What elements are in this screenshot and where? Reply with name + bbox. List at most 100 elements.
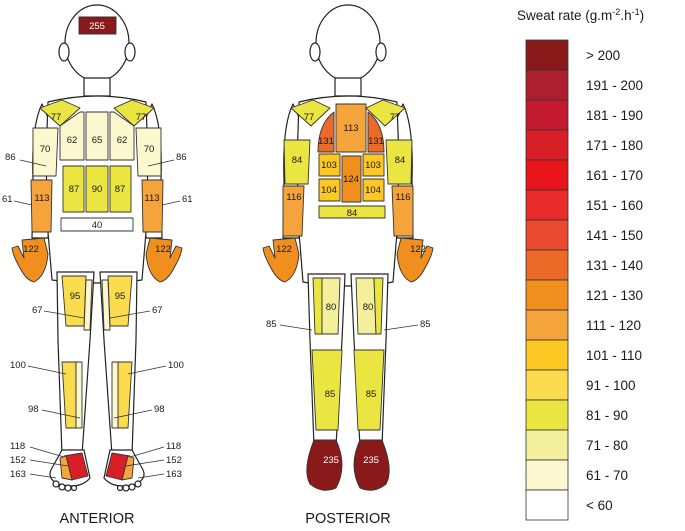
anterior-hand-right-value: 122 <box>155 244 171 255</box>
legend-title: Sweat rate (g.m-2.h-1) <box>517 7 644 23</box>
posterior-leader-85-left <box>279 324 313 331</box>
anterior-shoulder-right-value: 77 <box>136 112 147 123</box>
posterior-spine-value: 124 <box>343 174 359 185</box>
anterior-abdomen-right-value: 87 <box>115 184 126 195</box>
anterior-abdomen-center-value: 90 <box>92 184 103 195</box>
posterior-head <box>315 4 381 82</box>
legend-swatch <box>525 249 569 281</box>
legend-swatch <box>525 339 569 371</box>
posterior-side-85-right: 85 <box>420 319 431 330</box>
posterior-mid-back-left-2-value: 104 <box>321 185 337 196</box>
posterior-mid-back-right-1-zone <box>362 153 385 177</box>
anterior-side-86-left: 86 <box>5 152 16 163</box>
posterior-mid-back-right-1-value: 103 <box>365 160 381 171</box>
anterior-leader-98-left <box>41 409 81 419</box>
anterior-side-118-left: 118 <box>10 441 25 452</box>
anterior-side-163-left: 163 <box>10 469 26 480</box>
posterior-sole-right-zone <box>353 439 390 491</box>
posterior-forearm-right-zone <box>391 185 414 237</box>
anterior-abdomen-left-zone <box>62 165 85 213</box>
posterior-side-85-left: 85 <box>266 319 277 330</box>
posterior-mid-back-left-2-zone <box>318 178 341 202</box>
anterior-shoulder-right-zone <box>113 99 155 127</box>
anterior-hand-left-zone <box>11 237 49 283</box>
legend-swatch <box>525 369 569 401</box>
anterior-chest-left-value: 62 <box>67 135 78 146</box>
posterior-forearm-left-zone <box>282 185 305 237</box>
legend-label: 91 - 100 <box>586 378 636 393</box>
posterior-calf-left-zone <box>311 349 343 431</box>
posterior-ear-left <box>309 42 321 62</box>
posterior-title: POSTERIOR <box>305 511 390 527</box>
legend-swatch <box>525 219 569 251</box>
legend-swatch <box>525 399 569 431</box>
posterior-thigh-left-value: 80 <box>326 302 337 313</box>
anterior-leader-67-right <box>109 310 151 319</box>
posterior-thigh-right-value: 80 <box>363 302 374 313</box>
anterior-abdomen-right-zone <box>109 165 132 213</box>
anterior-calf-left-zone <box>75 361 83 429</box>
anterior-side-152-left: 152 <box>10 455 26 466</box>
anterior-leader-118-left <box>29 446 65 458</box>
posterior-hand-left-zone <box>262 237 300 283</box>
legend-label: 131 - 140 <box>586 258 643 273</box>
posterior-hand-right-value: 122 <box>410 244 426 255</box>
posterior-sole-left-zone <box>306 439 343 491</box>
anterior-hand-right-zone <box>145 237 183 283</box>
anterior-lower-abdomen-zone <box>60 217 134 232</box>
legend-label: 141 - 150 <box>586 228 643 243</box>
posterior-thigh-outer-right-zone <box>373 277 384 335</box>
posterior-upper-arm-right-zone <box>385 139 413 185</box>
anterior-side-86-right: 86 <box>176 152 187 163</box>
anterior-side-61-right: 61 <box>182 194 193 205</box>
posterior-lower-back-zone <box>318 205 386 219</box>
legend-swatch <box>525 159 569 191</box>
anterior-ear-right <box>124 42 136 62</box>
legend-label: 191 - 200 <box>586 78 643 93</box>
posterior-forearm-right-value: 116 <box>395 192 410 203</box>
anterior-leader-118-right <box>129 446 165 458</box>
anterior-calf-right-zone <box>111 361 119 429</box>
anterior-upper-arm-left-value: 70 <box>40 144 51 155</box>
legend-label: 111 - 120 <box>586 318 641 333</box>
anterior-chest-center-value: 65 <box>92 135 103 146</box>
legend-swatch <box>525 309 569 341</box>
anterior-leader-86-left <box>19 159 47 167</box>
anterior-upper-arm-right-value: 70 <box>144 144 155 155</box>
legend-label: 151 - 160 <box>586 198 643 213</box>
anterior-leader-61-left <box>13 200 33 206</box>
anterior-ear-left <box>58 42 70 62</box>
anterior-inner-thigh-left-zone <box>83 279 93 331</box>
anterior-leader-152-right <box>125 459 165 467</box>
anterior-leader-152-left <box>29 459 69 467</box>
posterior-shoulder-right-value: 77 <box>390 112 401 123</box>
anterior-forearm-left-zone <box>30 179 53 233</box>
posterior-scapula-left-value: 131 <box>318 136 334 147</box>
anterior-title: ANTERIOR <box>60 511 135 527</box>
anterior-lower-abdomen-value: 40 <box>92 220 103 231</box>
posterior-thigh-outer-left-zone <box>312 277 323 335</box>
legend-swatch <box>525 39 569 71</box>
anterior-side-61-left: 61 <box>2 194 13 205</box>
posterior-upper-arm-left-value: 84 <box>292 155 303 166</box>
posterior-shoulder-left-zone <box>290 99 331 127</box>
anterior-abdomen-left-value: 87 <box>69 184 80 195</box>
legend-label: < 60 <box>586 498 613 513</box>
posterior-calf-right-zone <box>353 349 385 431</box>
anterior-side-67-left: 67 <box>32 305 43 316</box>
posterior-mid-back-right-2-zone <box>362 178 385 202</box>
posterior-calf-left-value: 85 <box>325 389 336 400</box>
posterior-upper-arm-left-zone <box>283 139 311 185</box>
anterior-inner-thigh-right-zone <box>101 279 111 331</box>
posterior-thigh-left-zone <box>321 277 341 335</box>
anterior-leader-67-left <box>43 310 85 319</box>
posterior-scapula-left-zone <box>317 111 335 153</box>
legend-swatch <box>525 459 569 491</box>
anterior-leader-61-right <box>161 200 181 206</box>
legend-label: 161 - 170 <box>586 168 643 183</box>
legend-swatch <box>525 279 569 311</box>
posterior-mid-back-left-1-value: 103 <box>321 160 337 171</box>
posterior-mid-back-right-2-value: 104 <box>365 185 381 196</box>
